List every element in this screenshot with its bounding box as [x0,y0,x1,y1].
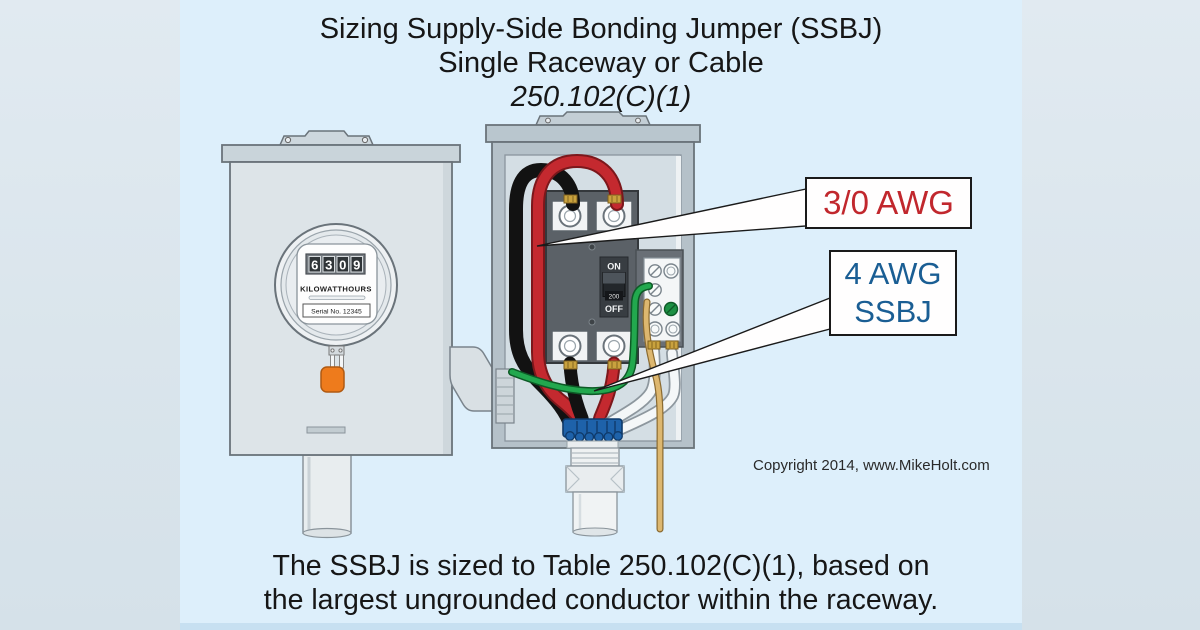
panel-cap [485,124,701,143]
page-title: Sizing Supply-Side Bonding Jumper (SSBJ)… [180,12,1022,114]
lug-screw-icon [602,334,626,358]
title-line-2: Single Raceway or Cable [438,47,764,79]
red-ungrounded-conductor [533,155,622,428]
conduit-entry-connector [495,368,515,424]
caption: The SSBJ is sized to Table 250.102(C)(1)… [180,549,1022,617]
meter-digit-3: 0 [339,258,346,273]
digit-cell [336,256,349,273]
pedestal-pipe-end [302,527,352,539]
callout-4-awg-ssbj: 4 AWG SSBJ [829,250,957,336]
hasp-screw-icon [338,348,343,353]
title-line-1: Sizing Supply-Side Bonding Jumper (SSBJ) [319,13,883,45]
lug-screw-inner [563,339,577,353]
title-code-reference: 250.102(C)(1) [510,81,692,113]
breaker-rating-label: 200 [609,293,620,300]
orange-seal-tag [320,366,345,393]
seal-wire [339,354,344,369]
meter-digit-4: 9 [353,258,360,273]
terminal-lug-icon [663,263,679,279]
wire-clamp-hatches [563,194,679,370]
digit-cell [308,256,321,273]
lug-screw-inner [607,339,621,353]
ssbj-name-label: SSBJ [854,294,932,329]
meter-pedestal: 6 3 0 9 KILOWATTHOURS Serial No. 12345 [221,130,461,539]
lug-screw-icon [558,334,582,358]
caption-line-2: the largest ungrounded conductor within … [263,584,939,616]
red-load-conductor [592,358,619,433]
cabinet-vent-slot [306,426,346,434]
meter-seal [320,345,345,393]
kwh-meter: 6 3 0 9 KILOWATTHOURS Serial No. 12345 [274,223,398,347]
lug-screw-inner [607,209,621,223]
main-breaker: ON 200 OFF [545,190,639,364]
copyright-text: Copyright 2014, www.MikeHolt.com [753,457,990,474]
serial-label: Serial No. 12345 [311,308,362,315]
lid-screw-icon [545,117,551,124]
breaker-on-label: ON [607,262,621,272]
meter-units-label: KILOWATTHOURS [300,285,372,294]
hex-coupling [565,465,625,493]
lug-screw-inner [563,209,577,223]
meter-slot [308,295,366,300]
seal-hasp [328,345,345,356]
breaker-off-label: OFF [605,304,623,314]
neutral-terminal-bar [635,249,684,348]
caption-line-1: The SSBJ is sized to Table 250.102(C)(1)… [272,550,930,582]
meter-lid-handle [278,130,375,146]
terminal-lug-icon [665,321,681,337]
ssbj-size-label: 4 AWG [844,256,942,291]
black-load-conductor [563,356,591,434]
digit-cell [322,256,335,273]
lid-screw-icon [635,117,641,124]
bottom-conduit-fitting [562,418,625,537]
cabinet-shade [443,163,451,454]
meter-digit-2: 3 [325,258,332,273]
lid-screw-icon [284,136,292,144]
ungrounded-size-label: 3/0 AWG [823,184,954,221]
conduit-pipe-end [572,527,618,537]
callout-3-0-awg: 3/0 AWG [805,177,972,229]
tan-grounding-conductor [643,299,663,532]
offset-nipple-conduit [449,346,498,412]
green-ssbj-wire [509,283,652,394]
rating-plate [605,291,623,301]
seal-wire [330,354,335,369]
digit-cell [350,256,363,273]
breaker-handle-top [603,272,625,284]
breaker-screw-icon [588,318,596,326]
breaker-screw-icon [588,243,596,251]
meter-digit-1: 6 [311,258,318,273]
hasp-screw-icon [330,348,335,353]
lid-screw-icon [361,136,369,144]
locknut-washer [566,440,619,449]
bottom-edge-strip [180,623,1022,630]
meter-cabinet-cap [221,144,461,163]
panel-lid-handle [534,111,652,126]
serial-plate [302,303,371,318]
